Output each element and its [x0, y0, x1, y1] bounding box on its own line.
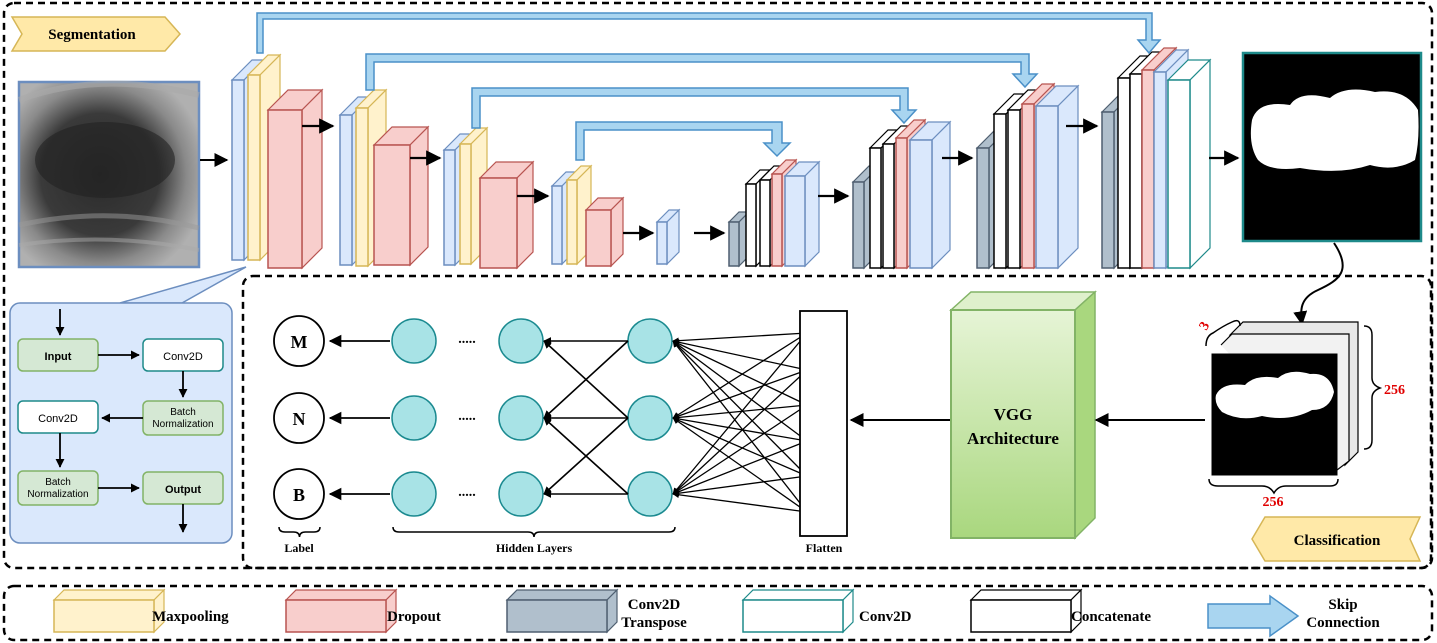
skip-connection-2 — [365, 53, 1039, 91]
segmentation-tag: Segmentation — [10, 16, 182, 52]
conv-block — [1034, 84, 1080, 270]
conv-block — [783, 160, 821, 268]
output-label-text: N — [293, 409, 306, 429]
legend-conv2d-transpose-swatch — [505, 588, 619, 634]
neuron — [498, 471, 544, 517]
input-node-label: Input — [45, 351, 72, 363]
skip-connection-4 — [575, 121, 792, 161]
output-label-node: M — [273, 315, 325, 367]
legend-conv2d-label: Conv2D — [859, 609, 912, 625]
width-dimension-label: 256 — [1263, 495, 1284, 510]
conv2d-node-b-label: Conv2D — [38, 413, 78, 425]
neuron — [391, 471, 437, 517]
neuron — [498, 395, 544, 441]
brace — [392, 526, 676, 538]
skip-connection-1 — [256, 12, 1162, 55]
legend-skip-swatch — [1207, 594, 1300, 638]
segmentation-label: Segmentation — [48, 27, 136, 43]
output-label-node: B — [273, 468, 325, 520]
output-label-text: B — [293, 485, 305, 505]
brace — [278, 526, 321, 538]
output-node-label: Output — [165, 484, 201, 496]
flatten-layer — [799, 310, 848, 537]
legend-maxpooling-swatch — [52, 588, 166, 634]
legend-concatenate-label: Concatenate — [1071, 609, 1151, 625]
unet-blocks — [230, 46, 1212, 270]
legend-conv2d-swatch — [741, 588, 855, 634]
dropout-block — [372, 125, 430, 267]
label-caption: Label — [284, 541, 314, 555]
vgg-architecture-block: VGG Architecture — [949, 290, 1097, 540]
depth-dimension-label: 3 — [1197, 319, 1213, 333]
output-label-node: N — [273, 392, 325, 444]
conv2d-block — [1166, 58, 1212, 270]
neuron — [391, 318, 437, 364]
dropout-block — [266, 88, 324, 270]
conv-block — [908, 120, 952, 270]
ellipsis-dots: ..... — [458, 485, 476, 500]
neuron — [627, 318, 673, 364]
ellipsis-dots: ..... — [458, 409, 476, 424]
ultrasound-image — [17, 80, 201, 269]
classifier-network: M..... N..... B..... Label Hidden Layers Flat… — [273, 315, 843, 555]
stage-arrows — [302, 118, 1240, 241]
classification-frame — [241, 274, 1433, 570]
legend-maxpooling-label: Maxpooling — [152, 609, 229, 625]
skip-connection-3 — [471, 87, 918, 129]
neuron — [627, 471, 673, 517]
dropout-block — [584, 196, 625, 268]
neuron — [627, 395, 673, 441]
classification-label: Classification — [1294, 533, 1381, 549]
block-callout — [119, 266, 247, 304]
flatten-caption: Flatten — [806, 541, 843, 555]
legend-dropout-label: Dropout — [387, 609, 441, 625]
conv-block — [655, 208, 681, 266]
classification-tag: Classification — [1251, 516, 1422, 562]
legend-dropout-swatch — [284, 588, 398, 634]
ellipsis-dots: ..... — [458, 332, 476, 347]
conv2d-node-a-label: Conv2D — [163, 351, 203, 363]
vgg-label-line2: Architecture — [967, 429, 1059, 448]
hidden-layers-caption: Hidden Layers — [496, 541, 573, 555]
conv2d-node-b — [17, 400, 99, 434]
legend-frame — [2, 584, 1434, 642]
neuron — [391, 395, 437, 441]
vgg-label-line1: VGG — [994, 405, 1033, 424]
segmentation-mask-image — [1241, 51, 1423, 243]
input-tensor-stack: 3 256 256 — [1197, 319, 1405, 510]
height-dimension-label: 256 — [1384, 383, 1405, 398]
neuron — [498, 318, 544, 364]
legend-concatenate-swatch — [969, 588, 1083, 634]
mask-to-classifier-arrow — [1293, 242, 1344, 326]
output-label-text: M — [291, 332, 308, 352]
dropout-block — [478, 160, 535, 270]
